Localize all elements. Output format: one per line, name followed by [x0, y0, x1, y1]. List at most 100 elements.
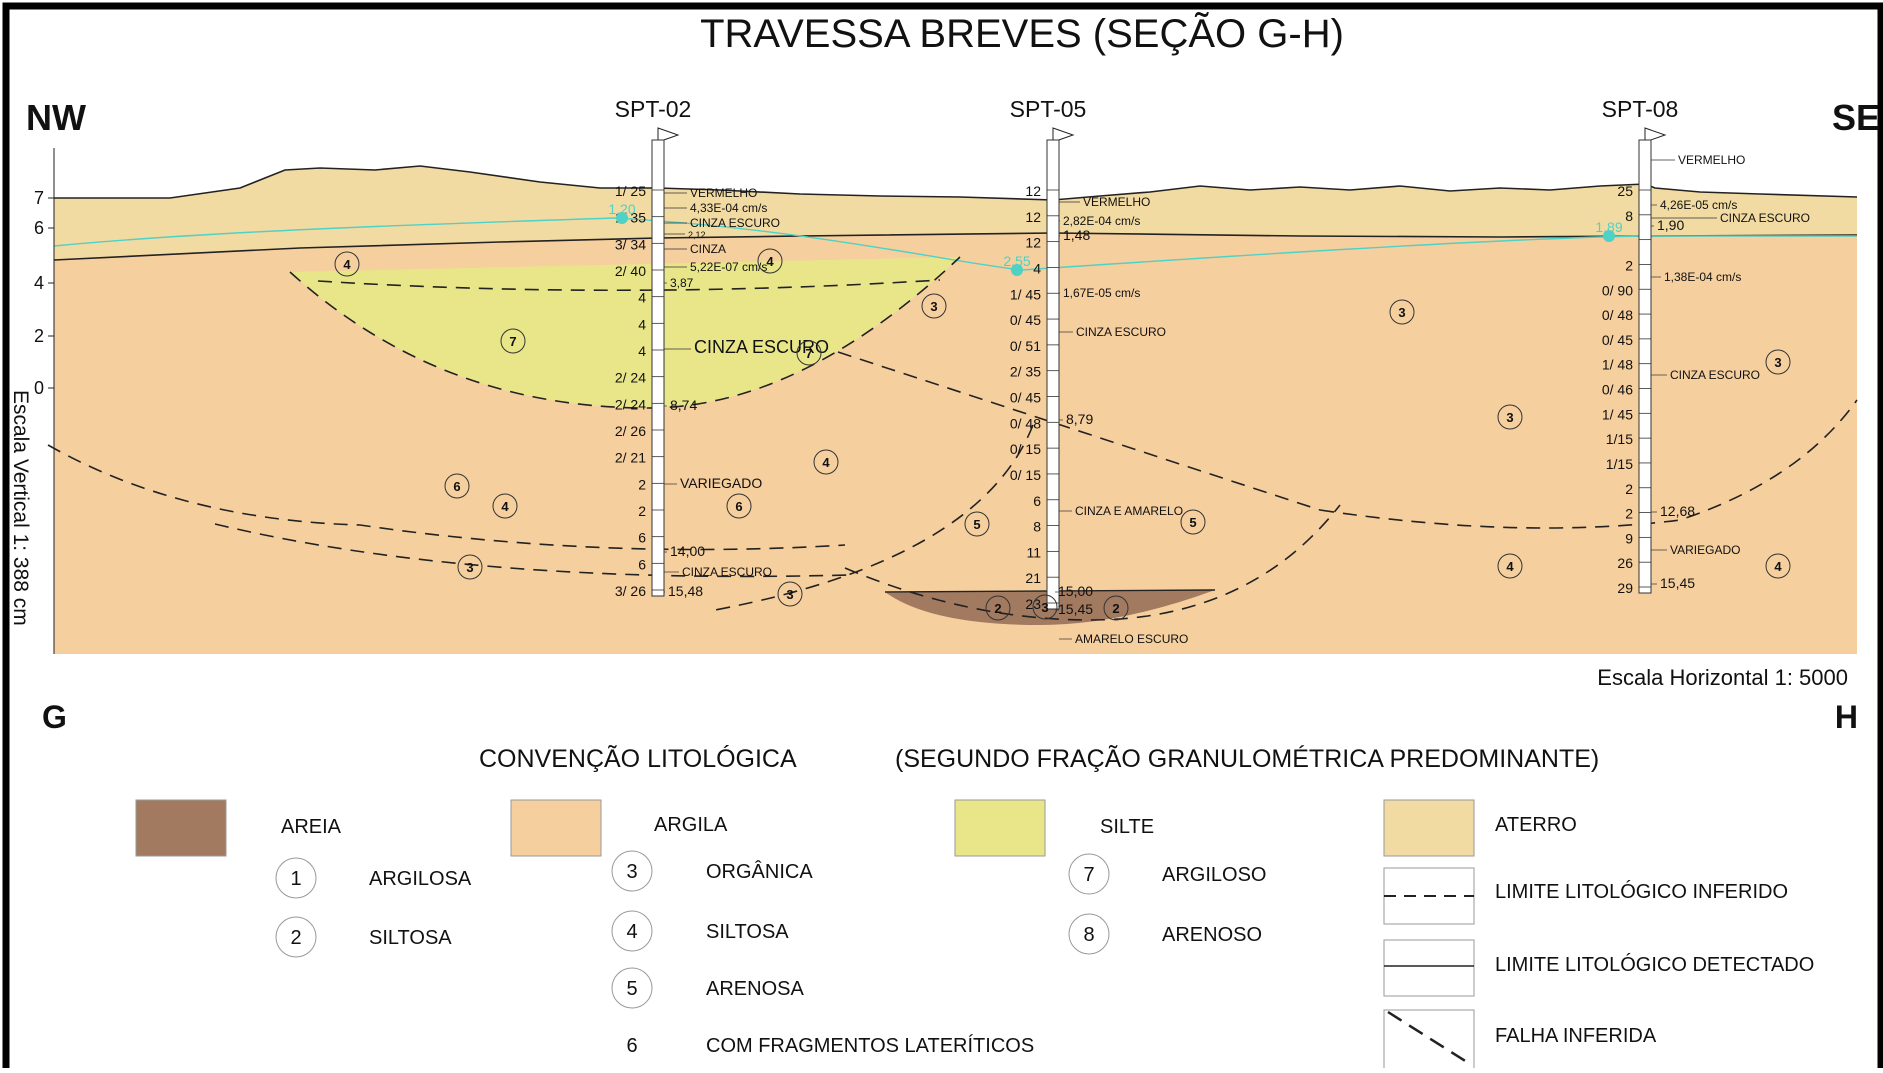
borehole-annotation: 15,00: [1058, 583, 1093, 599]
spt-value: 2: [1625, 481, 1633, 497]
spt-value: 1/ 45: [1010, 286, 1041, 302]
spt-value: 0/ 15: [1010, 467, 1041, 483]
spt-value: 2/ 26: [615, 423, 646, 439]
spt-value: 21: [1025, 570, 1041, 586]
borehole-annotation: CINZA ESCURO: [694, 337, 829, 357]
borehole-annotation: 5,22E-07 cm/s: [690, 260, 767, 274]
spt-value: 0/ 46: [1602, 382, 1633, 398]
unit-marker-circle: [964, 511, 990, 537]
legend-swatch-areia: [135, 799, 227, 857]
borehole-annotation: 1,67E-05 cm/s: [1063, 286, 1140, 300]
unit-marker-number: 7: [805, 346, 812, 361]
unit-marker-number: 3: [1506, 410, 1513, 425]
inferred-limits: [47, 256, 1858, 621]
legend-subtype-number: 1: [290, 868, 301, 890]
elevation-tick-label: 4: [34, 273, 44, 293]
legend-subtype-number: 4: [626, 921, 637, 943]
spt-value: 11: [1026, 544, 1041, 560]
legend-subtype-circle: [1068, 913, 1110, 955]
unit-marker-circle: [985, 595, 1011, 621]
spt-value: 2: [1625, 257, 1633, 273]
legend-label-argila: ARGILA: [654, 814, 728, 836]
legend-subtype-number: 3: [626, 861, 637, 883]
unit-marker-circle: [1180, 509, 1206, 535]
water-level-depth: 1,20: [608, 201, 635, 217]
direction-se: SE: [1832, 97, 1880, 138]
legend-title: CONVENÇÃO LITOLÓGICA: [479, 744, 797, 773]
spt-value: 2/ 24: [615, 370, 646, 386]
unit-marker-circle: [1765, 553, 1791, 579]
spt-value: 1/ 25: [615, 183, 646, 199]
legend-subtype-label: ARENOSO: [1162, 924, 1262, 946]
borehole-annotation: CINZA ESCURO: [1076, 325, 1166, 339]
unit-marker-number: 2: [994, 601, 1001, 616]
legend-label-detectado: LIMITE LITOLÓGICO DETECTADO: [1495, 953, 1814, 976]
spt-value: 4: [1033, 260, 1041, 276]
borehole-flag: [1644, 127, 1667, 143]
elevation-tick-label: 7: [34, 188, 44, 208]
spt-value: 12: [1025, 183, 1041, 199]
unit-marker-circle: [757, 248, 783, 274]
unit-marker-circle: [921, 293, 947, 319]
unit-marker-number: 5: [1189, 515, 1196, 530]
unit-marker-number: 7: [509, 334, 516, 349]
unit-marker-circle: [457, 554, 483, 580]
legend-subtitle: (SEGUNDO FRAÇÃO GRANULOMÉTRICA PREDOMINA…: [895, 744, 1599, 773]
legend-box-detectado: [1383, 939, 1475, 997]
borehole-annotation: 15,45: [1058, 601, 1093, 617]
borehole-annotation: VERMELHO: [690, 186, 757, 200]
unit-marker-circle: [1497, 404, 1523, 430]
borehole-annotation: 1,48: [1063, 227, 1090, 243]
spt-value: 4: [638, 290, 646, 306]
borehole-annotation: 8,79: [1066, 411, 1093, 427]
borehole-annotation: 1,38E-04 cm/s: [1664, 270, 1741, 284]
legend-subtype-label: ORGÂNICA: [706, 860, 813, 883]
legend-subtype-circle: [611, 850, 653, 892]
section-title: TRAVESSA BREVES (SEÇÃO G-H): [700, 11, 1344, 56]
unit-marker-circle: [777, 581, 803, 607]
borehole-annotation: CINZA: [690, 242, 726, 256]
spt-value: 25: [1617, 183, 1633, 199]
section-end-g: G: [42, 699, 67, 735]
unit-marker-circle: [813, 449, 839, 475]
legend-swatch-aterro: [1383, 799, 1475, 857]
borehole-annotation: VARIEGADO: [1670, 543, 1740, 557]
legend-label-silte: SILTE: [1100, 816, 1154, 838]
spt-value: 2/ 21: [615, 450, 646, 466]
legend-subtype-label: ARGILOSO: [1162, 864, 1266, 886]
borehole-flag: [1052, 127, 1075, 143]
legend-subtype-label: COM FRAGMENTOS LATERÍTICOS: [706, 1034, 1034, 1057]
unit-marker-circle: [334, 251, 360, 277]
horizontal-scale-label: Escala Horizontal 1: 5000: [1597, 665, 1848, 690]
unit-marker-number: 4: [1774, 559, 1782, 574]
water-level-marker: [1011, 264, 1023, 276]
elevation-tick-label: 2: [34, 326, 44, 346]
elevation-tick-label: 0: [34, 378, 44, 398]
spt-value: 2/ 40: [615, 263, 646, 279]
legend-label-inferido: LIMITE LITOLÓGICO INFERIDO: [1495, 880, 1788, 903]
unit-marker-number: 6: [453, 479, 460, 494]
spt-value: 6: [638, 530, 646, 546]
borehole-annotation: CINZA ESCURO: [682, 565, 772, 579]
spt-value: 8: [1625, 208, 1633, 224]
water-level-marker: [1603, 230, 1615, 242]
borehole-annotation: CINZA ESCURO: [690, 216, 780, 230]
spt-value: 0/ 48: [1010, 415, 1041, 431]
borehole-annotation: 14,00: [670, 543, 705, 559]
legend-label-aterro: ATERRO: [1495, 814, 1577, 836]
unit-marker-circle: [492, 493, 518, 519]
unit-marker-number: 4: [501, 499, 509, 514]
unit-marker-number: 3: [930, 299, 937, 314]
vertical-scale-label: Escala Vertical 1: 388 cm: [9, 390, 32, 626]
borehole-annotation: VERMELHO: [1678, 153, 1745, 167]
borehole-column: [1638, 139, 1652, 594]
legend-subtype-label: ARENOSA: [706, 978, 804, 1000]
spt-value: 1/ 45: [1602, 406, 1633, 422]
borehole-annotation: 2,82E-04 cm/s: [1063, 214, 1140, 228]
legend-subtype-label: SILTOSA: [369, 927, 452, 949]
spt-value: 0/ 51: [1010, 338, 1041, 354]
legend-subtype-number: 2: [290, 927, 301, 949]
borehole-annotation: 4,33E-04 cm/s: [690, 201, 767, 215]
